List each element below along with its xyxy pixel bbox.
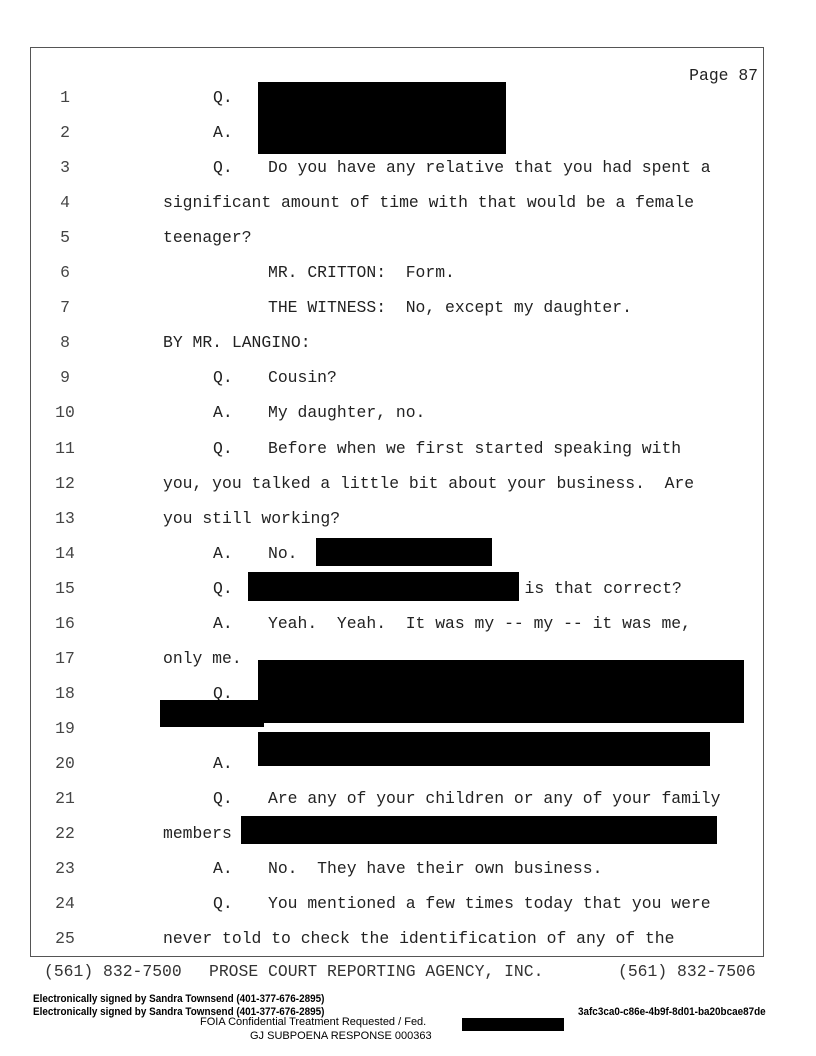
- line-number: 22: [55, 824, 75, 844]
- line-number: 17: [55, 648, 75, 668]
- redaction-box: [160, 700, 264, 727]
- line-number: 14: [55, 543, 75, 563]
- bates-number: GJ SUBPOENA RESPONSE 000363: [250, 1030, 432, 1042]
- line-number: 19: [55, 718, 75, 738]
- line-text: members: [163, 824, 232, 844]
- document-hash: 3afc3ca0-c86e-4b9f-8d01-ba20bcae87de: [578, 1006, 766, 1018]
- speaker-label: Q.: [213, 88, 233, 107]
- line-text: Do you have any relative that you had sp…: [268, 158, 711, 178]
- line-number: 4: [60, 193, 70, 213]
- line-text: Before when we first started speaking wi…: [268, 438, 682, 458]
- line-number: 20: [55, 753, 75, 773]
- redaction-box: [316, 538, 492, 566]
- redaction-box: [462, 1018, 564, 1031]
- footer-phone-left: (561) 832-7500: [44, 962, 182, 981]
- line-text: you still working?: [163, 508, 341, 528]
- redaction-box: [258, 732, 710, 766]
- line-text: No.: [268, 543, 298, 563]
- line-number: 7: [60, 298, 70, 318]
- speaker-label: A.: [213, 543, 233, 563]
- speaker-label: Q.: [213, 368, 233, 388]
- line-text: THE WITNESS: No, except my daughter.: [268, 298, 632, 318]
- line-text: You mentioned a few times today that you…: [268, 894, 711, 914]
- redaction-box: [248, 572, 519, 601]
- line-number: 2: [60, 123, 70, 143]
- foia-notice: FOIA Confidential Treatment Requested / …: [200, 1016, 427, 1028]
- line-text: you, you talked a little bit about your …: [163, 473, 695, 493]
- speaker-label: A.: [213, 859, 233, 879]
- line-number: 8: [60, 333, 70, 353]
- speaker-label: Q.: [213, 158, 233, 178]
- speaker-label: A.: [213, 613, 233, 633]
- line-number: 15: [55, 578, 75, 598]
- line-number: 16: [55, 613, 75, 633]
- line-number: 1: [60, 88, 70, 107]
- line-number: 10: [55, 403, 75, 423]
- page-border: [30, 47, 764, 957]
- line-text: is that correct?: [524, 578, 682, 598]
- footer-phone-right: (561) 832-7506: [618, 962, 756, 981]
- signature-line-2: Electronically signed by Sandra Townsend…: [33, 1006, 325, 1018]
- line-text: only me.: [163, 648, 242, 668]
- line-number: 23: [55, 859, 75, 879]
- line-number: 6: [60, 263, 70, 283]
- line-text: never told to check the identification o…: [163, 929, 675, 949]
- speaker-label: Q.: [213, 578, 233, 598]
- speaker-label: Q.: [213, 438, 233, 458]
- line-number: 18: [55, 683, 75, 703]
- speaker-label: Q.: [213, 789, 233, 808]
- line-number: 24: [55, 894, 75, 914]
- line-number: 11: [55, 438, 75, 458]
- speaker-label: A.: [213, 403, 233, 423]
- redaction-box: [258, 82, 506, 154]
- line-number: 9: [60, 368, 70, 388]
- page-number: Page 87: [689, 66, 758, 85]
- line-number: 13: [55, 508, 75, 528]
- line-number: 25: [55, 929, 75, 949]
- footer-agency: PROSE COURT REPORTING AGENCY, INC.: [209, 962, 544, 981]
- line-number: 3: [60, 158, 70, 178]
- line-text: Are any of your children or any of your …: [268, 789, 721, 808]
- line-number: 12: [55, 473, 75, 493]
- redaction-box: [258, 660, 744, 723]
- line-text: teenager?: [163, 228, 252, 248]
- speaker-label: Q.: [213, 683, 233, 703]
- redaction-box: [241, 816, 717, 844]
- line-text: MR. CRITTON: Form.: [268, 263, 455, 283]
- line-number: 5: [60, 228, 70, 248]
- line-text: significant amount of time with that wou…: [163, 193, 695, 213]
- line-text: Cousin?: [268, 368, 337, 388]
- speaker-label: A.: [213, 123, 233, 143]
- speaker-label: Q.: [213, 894, 233, 914]
- line-text: BY MR. LANGINO:: [163, 333, 311, 353]
- line-text: No. They have their own business.: [268, 859, 603, 879]
- line-text: My daughter, no.: [268, 403, 426, 423]
- line-text: Yeah. Yeah. It was my -- my -- it was me…: [268, 613, 691, 633]
- line-number: 21: [55, 789, 75, 808]
- signature-line-1: Electronically signed by Sandra Townsend…: [33, 993, 325, 1005]
- speaker-label: A.: [213, 753, 233, 773]
